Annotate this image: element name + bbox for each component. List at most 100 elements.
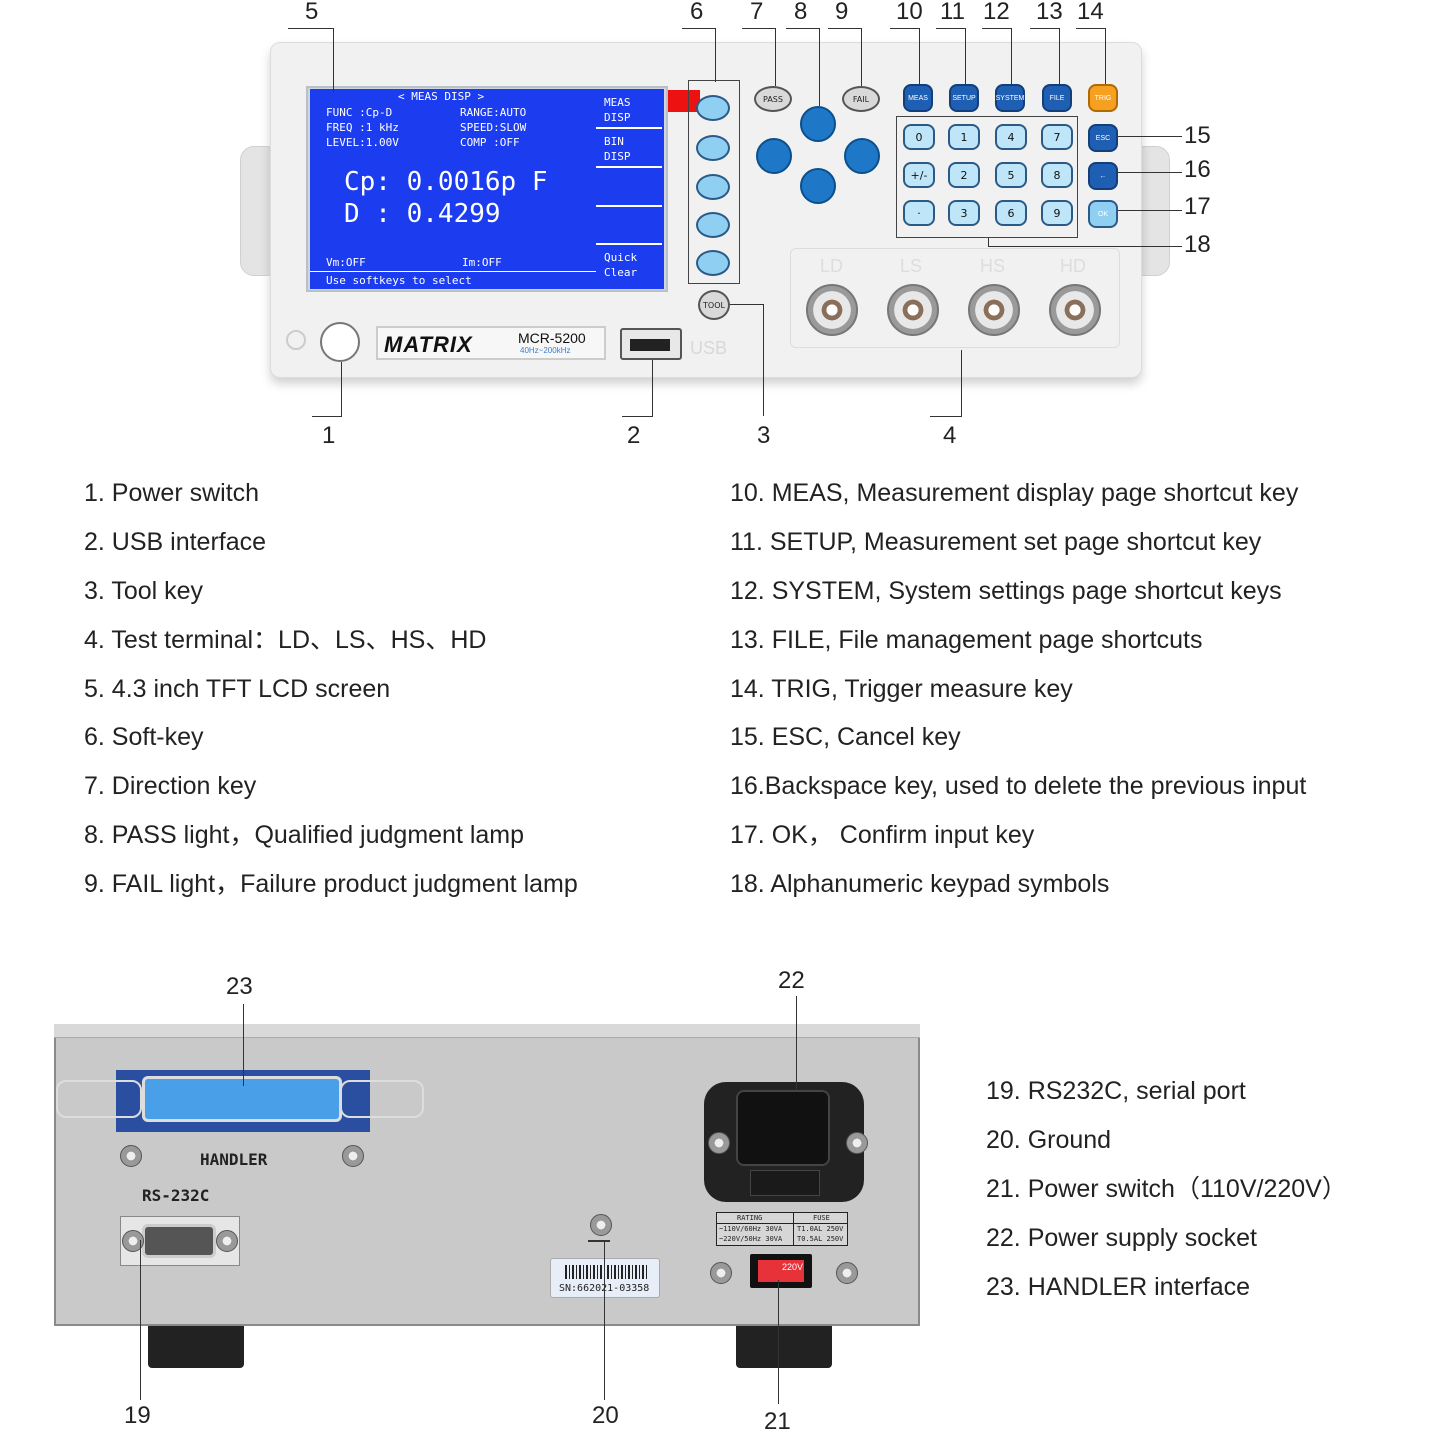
key-6-label: 6 [1007, 206, 1015, 220]
direction-down-key[interactable] [800, 168, 836, 204]
key-plus-minus-label: +/- [910, 168, 928, 182]
lcd-divider [310, 271, 596, 272]
leader-line [919, 28, 920, 84]
leader-line [730, 304, 764, 305]
leader-line [775, 28, 776, 86]
legend-rear-23: 23. HANDLER interface [986, 1273, 1251, 1301]
terminal-hs-label: HS [980, 256, 1006, 276]
softkey-1[interactable] [696, 95, 730, 121]
key-6[interactable]: 6 [995, 200, 1027, 226]
key-2[interactable]: 2 [948, 162, 980, 188]
terminal-ld-connector[interactable] [806, 284, 858, 336]
lcd-header: < MEAS DISP > [398, 90, 485, 103]
rating-header: RATING [737, 1214, 763, 1222]
key-3[interactable]: 3 [948, 200, 980, 226]
direction-left-key[interactable] [756, 138, 792, 174]
legend-right-11: 11. SETUP, Measurement set page shortcut… [730, 528, 1262, 556]
leader-line [778, 1280, 779, 1404]
callout-11: 11 [940, 0, 965, 25]
lcd-divider [596, 127, 662, 129]
legend-right-16: 16.Backspace key, used to delete the pre… [730, 772, 1307, 800]
lcd-screen: < MEAS DISP > FUNC :Cp-D FREQ :1 kHz LEV… [310, 89, 664, 289]
leader-line [1118, 136, 1182, 137]
trig-key[interactable]: TRIG [1088, 84, 1118, 112]
backspace-key[interactable]: ← [1088, 162, 1118, 190]
tool-key[interactable]: TOOL [698, 290, 730, 320]
softkey-5[interactable] [696, 250, 730, 276]
screw-icon [846, 1132, 868, 1154]
key-8[interactable]: 8 [1041, 162, 1073, 188]
key-5[interactable]: 5 [995, 162, 1027, 188]
handler-connector[interactable] [142, 1076, 342, 1122]
softkey-3[interactable] [696, 174, 730, 200]
meas-key[interactable]: MEAS [903, 84, 933, 112]
power-socket[interactable] [736, 1090, 830, 1166]
callout-5: 5 [305, 0, 319, 25]
key-dot[interactable]: · [903, 200, 935, 226]
leader-line [890, 28, 920, 29]
leader-line [341, 362, 342, 416]
terminal-ls-label: LS [900, 256, 923, 276]
leader-line [982, 28, 1012, 29]
legend-left-6: 6. Soft-key [84, 723, 204, 751]
usb-port[interactable] [620, 328, 682, 360]
terminal-hd-connector[interactable] [1049, 284, 1101, 336]
handler-latch-left [56, 1080, 142, 1118]
lcd-level: LEVEL:1.00V [326, 136, 399, 149]
legend-left-7: 7. Direction key [84, 772, 257, 800]
rating-divider [717, 1223, 847, 1224]
key-4[interactable]: 4 [995, 124, 1027, 150]
lcd-divider [596, 166, 662, 168]
rating-divider [793, 1213, 794, 1245]
power-switch[interactable] [320, 322, 360, 362]
usb-socket [630, 339, 670, 351]
legend-rear-20: 20. Ground [986, 1126, 1112, 1154]
leader-line [140, 1240, 141, 1400]
direction-up-key[interactable] [800, 106, 836, 142]
key-7[interactable]: 7 [1041, 124, 1073, 150]
lcd-comp: COMP :OFF [460, 136, 520, 149]
leader-line [988, 246, 1182, 247]
system-key[interactable]: SYSTEM [995, 84, 1025, 112]
fuse-line-1: T1.0AL 250V [797, 1225, 844, 1233]
leader-line [1011, 28, 1012, 84]
softkey-2[interactable] [696, 135, 730, 161]
legend-left-8: 8. PASS light，Qualified judgment lamp [84, 821, 525, 849]
brand-logo: MATRIX [384, 332, 473, 358]
lcd-range: RANGE:AUTO [460, 106, 527, 119]
key-9[interactable]: 9 [1041, 200, 1073, 226]
leader-line [288, 28, 334, 29]
fuse-drawer[interactable] [750, 1170, 820, 1196]
rating-table: RATING FUSE ~110V/60Hz 30VA ~220V/50Hz 3… [716, 1212, 848, 1246]
ground-terminal[interactable] [590, 1214, 612, 1236]
esc-key[interactable]: ESC [1088, 124, 1118, 152]
key-plus-minus[interactable]: +/- [903, 162, 935, 188]
lcd-divider [596, 243, 662, 245]
ok-key-label: OK [1097, 210, 1109, 218]
voltage-switch[interactable]: 220V [750, 1254, 812, 1288]
terminal-ls-connector[interactable] [887, 284, 939, 336]
rs232-port[interactable] [142, 1224, 216, 1258]
direction-right-key[interactable] [844, 138, 880, 174]
leader-line [1118, 210, 1182, 211]
setup-key[interactable]: SETUP [949, 84, 979, 112]
serial-sticker: SN:662021-03358 [550, 1258, 660, 1298]
pass-light: PASS [754, 86, 792, 112]
key-2-label: 2 [960, 168, 968, 182]
leader-line [930, 416, 962, 417]
screw-icon [342, 1145, 364, 1167]
lcd-menu-meas: MEAS [604, 96, 631, 109]
file-key[interactable]: FILE [1042, 84, 1072, 112]
key-1[interactable]: 1 [948, 124, 980, 150]
usb-label: USB [690, 338, 728, 358]
legend-right-17: 17. OK， Confirm input key [730, 821, 1035, 849]
softkey-4[interactable] [696, 212, 730, 238]
voltage-switch-slider [758, 1260, 804, 1282]
legend-left-9: 9. FAIL light，Failure product judgment l… [84, 870, 578, 898]
ok-key[interactable]: OK [1088, 200, 1118, 228]
leader-line [742, 28, 776, 29]
terminal-hs-connector[interactable] [968, 284, 1020, 336]
file-key-label: FILE [1049, 94, 1065, 102]
key-0[interactable]: 0 [903, 124, 935, 150]
legend-right-18: 18. Alphanumeric keypad symbols [730, 870, 1110, 898]
